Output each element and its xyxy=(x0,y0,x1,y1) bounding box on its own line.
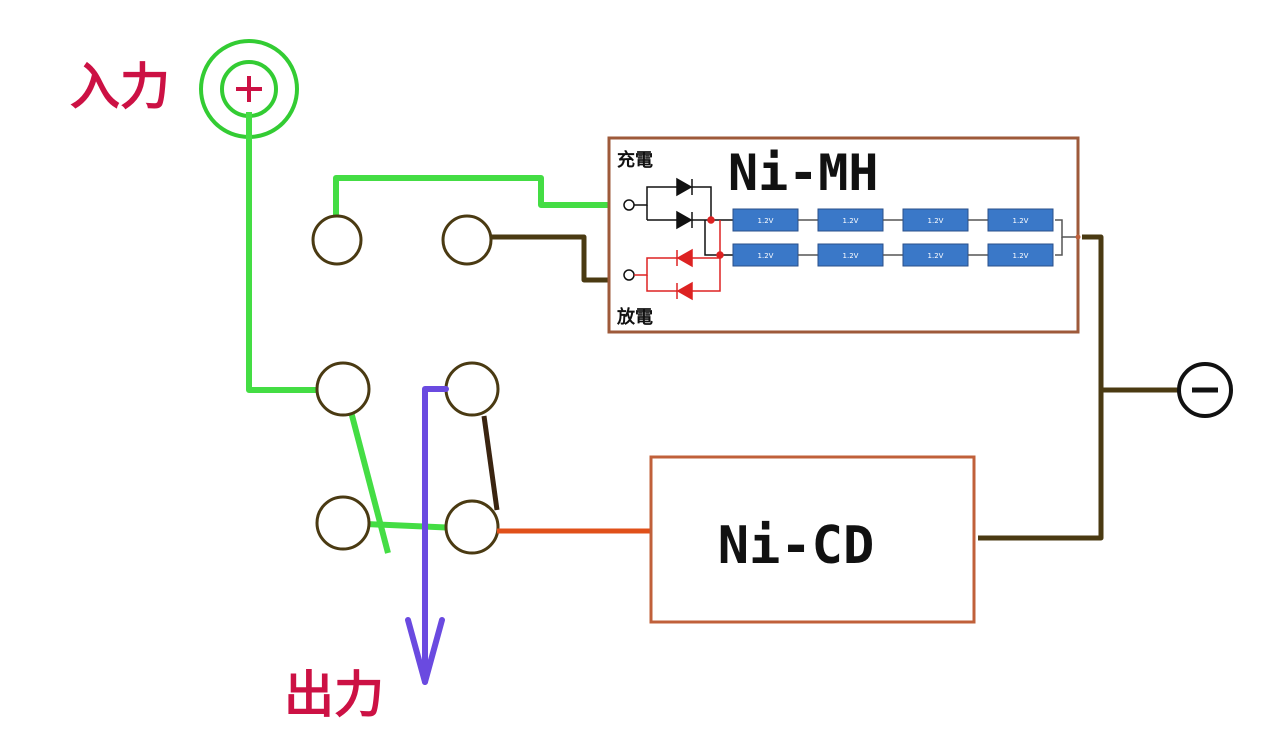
discharge-wire xyxy=(491,234,624,283)
output-arrow-head xyxy=(405,617,445,685)
discharge-diodes xyxy=(634,216,724,301)
cell-voltage-label: 1.2V xyxy=(928,217,944,225)
negative-terminal xyxy=(1177,362,1233,418)
pack-output-top xyxy=(1055,219,1078,238)
nicd-negative-wire xyxy=(978,390,1104,541)
output-label: 出力 xyxy=(284,666,384,724)
pack-output-bottom xyxy=(1055,237,1063,256)
nimh-box xyxy=(607,136,1080,334)
switch-lever-a xyxy=(346,403,391,554)
charge-label: 充電 xyxy=(617,149,653,171)
discharge-diode-2-in xyxy=(692,258,721,292)
charge-diode-wiring-left xyxy=(634,186,677,206)
nimh-negative-wire xyxy=(1082,234,1104,390)
cell-r1-c1: 1.2V xyxy=(732,208,818,232)
cell-voltage-label: 1.2V xyxy=(928,252,944,260)
output-arrow-shaft xyxy=(422,386,449,685)
discharge-diode-wiring xyxy=(634,257,677,276)
charge-diode-1-out xyxy=(692,186,712,220)
input-label: 入力 xyxy=(70,58,170,116)
nicd-label: Ni-CD xyxy=(718,516,875,576)
nimh-label: Ni-MH xyxy=(728,144,879,202)
switch-terminal-bottom-right xyxy=(444,499,500,555)
cell-voltage-label: 1.2V xyxy=(758,252,774,260)
cell-voltage-label: 1.2V xyxy=(843,217,859,225)
switch-terminal-top-right xyxy=(441,214,493,266)
cell-voltage-label: 1.2V xyxy=(758,217,774,225)
junction-dot-bottom xyxy=(716,251,724,259)
cell-voltage-label: 1.2V xyxy=(843,252,859,260)
cell-r1-c4: 1.2V xyxy=(987,208,1054,232)
cell-r2-c2: 1.2V xyxy=(817,243,903,267)
pack-output-node xyxy=(1075,234,1081,240)
junction-dot-top xyxy=(707,216,715,224)
switch-bridge-wire xyxy=(365,521,459,531)
switch-terminal-bottom-left xyxy=(315,495,371,551)
cell-body xyxy=(987,208,1054,232)
output-arrow xyxy=(405,386,449,685)
switch-terminal-top-left xyxy=(311,214,363,266)
charge-node xyxy=(623,199,635,211)
switch-terminals xyxy=(311,214,500,555)
charge-diode-2-icon xyxy=(676,210,693,230)
cell-voltage-label: 1.2V xyxy=(1013,217,1029,225)
brown-wires xyxy=(481,234,1180,541)
cell-r2-c1: 1.2V xyxy=(732,243,818,267)
pack-output-wiring xyxy=(1055,219,1081,256)
cell-r1-c3: 1.2V xyxy=(902,208,988,232)
charge-diode-1-icon xyxy=(676,177,693,197)
cell-r2-c3: 1.2V xyxy=(902,243,988,267)
charge-feed-wire xyxy=(333,175,624,218)
cell-voltage-label: 1.2V xyxy=(1013,252,1029,260)
switch-lever-b xyxy=(481,415,500,511)
nicd-box xyxy=(649,455,976,624)
cell-body xyxy=(987,243,1054,267)
discharge-node xyxy=(623,269,635,281)
discharge-label: 放電 xyxy=(616,306,653,328)
discharge-diode-wiring-low xyxy=(646,275,677,292)
charge-diodes xyxy=(634,177,733,256)
input-feed-wire xyxy=(246,112,318,393)
cell-r1-c2: 1.2V xyxy=(817,208,903,232)
switch-terminal-mid-left xyxy=(315,361,371,417)
cell-r2-c4: 1.2V xyxy=(987,243,1054,267)
nimh-cell-pack: 1.2V 1.2V 1.2V 1.2V 1.2V 1.2V 1.2V 1.2V xyxy=(732,208,1054,267)
switch-terminal-mid-right xyxy=(444,361,500,417)
green-wires xyxy=(246,112,624,554)
